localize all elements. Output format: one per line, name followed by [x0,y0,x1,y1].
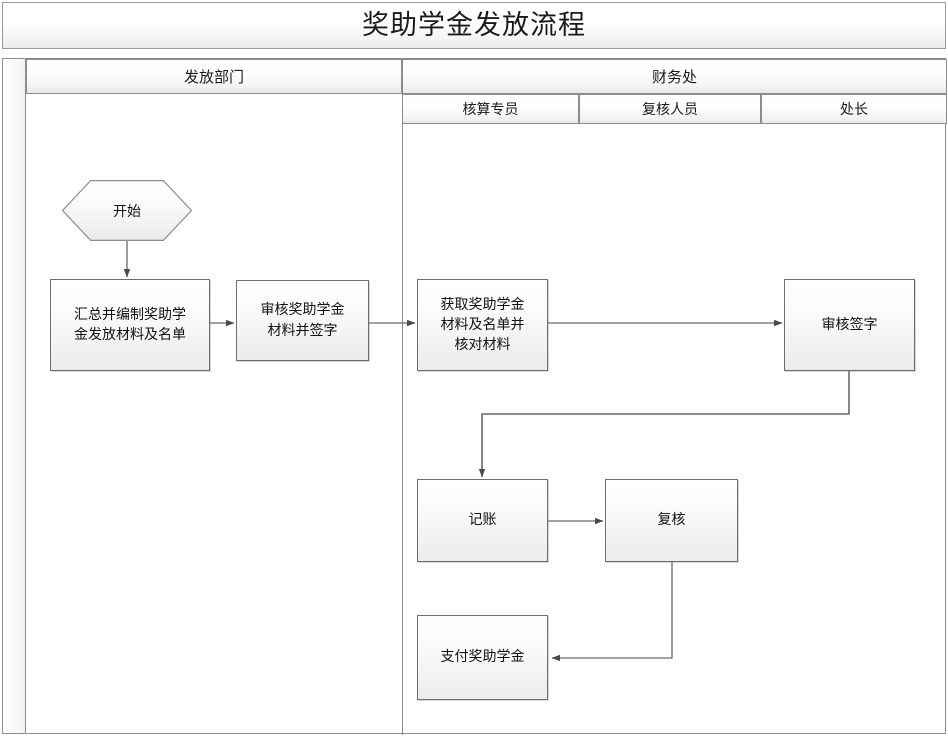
diagram-title-bar: 奖助学金发放流程 [2,2,946,49]
lane-header-dispatch: 发放部门 [26,59,402,94]
sublane-header-accountant: 核算专员 [402,94,579,124]
node-review-and-sign[interactable]: 审核奖助学金 材料并签字 [236,280,369,361]
node-fetch-materials-label: 获取奖助学金 材料及名单并 核对材料 [440,296,525,354]
lane-header-finance-label: 财务处 [651,68,697,86]
sublane-header-director: 处长 [761,94,947,124]
sublane-header-reviewer: 复核人员 [579,94,761,124]
node-director-sign-label: 审核签字 [821,316,878,333]
node-director-sign[interactable]: 审核签字 [784,279,915,371]
node-fetch-materials[interactable]: 获取奖助学金 材料及名单并 核对材料 [417,279,548,371]
node-pay-scholarship-label: 支付奖助学金 [440,649,525,666]
sublane-header-reviewer-label: 复核人员 [642,102,698,118]
node-recheck[interactable]: 复核 [605,479,738,562]
lane-header-finance: 财务处 [402,59,947,94]
node-compile-materials[interactable]: 汇总并编制奖助学 金发放材料及名单 [50,279,210,371]
node-start-label: 开始 [113,203,141,220]
node-recheck-label: 复核 [657,512,686,529]
lane-divider [402,59,403,735]
node-pay-scholarship[interactable]: 支付奖助学金 [417,615,548,700]
node-review-and-sign-label: 审核奖助学金 材料并签字 [260,302,345,339]
node-bookkeeping-label: 记账 [468,512,497,529]
sublane-header-director-label: 处长 [840,102,868,118]
lane-spine [3,59,26,733]
node-compile-materials-label: 汇总并编制奖助学 金发放材料及名单 [74,306,186,343]
node-bookkeeping[interactable]: 记账 [417,479,548,562]
page-title: 奖助学金发放流程 [362,10,586,41]
lane-header-dispatch-label: 发放部门 [183,68,244,86]
sublane-header-accountant-label: 核算专员 [462,102,519,118]
